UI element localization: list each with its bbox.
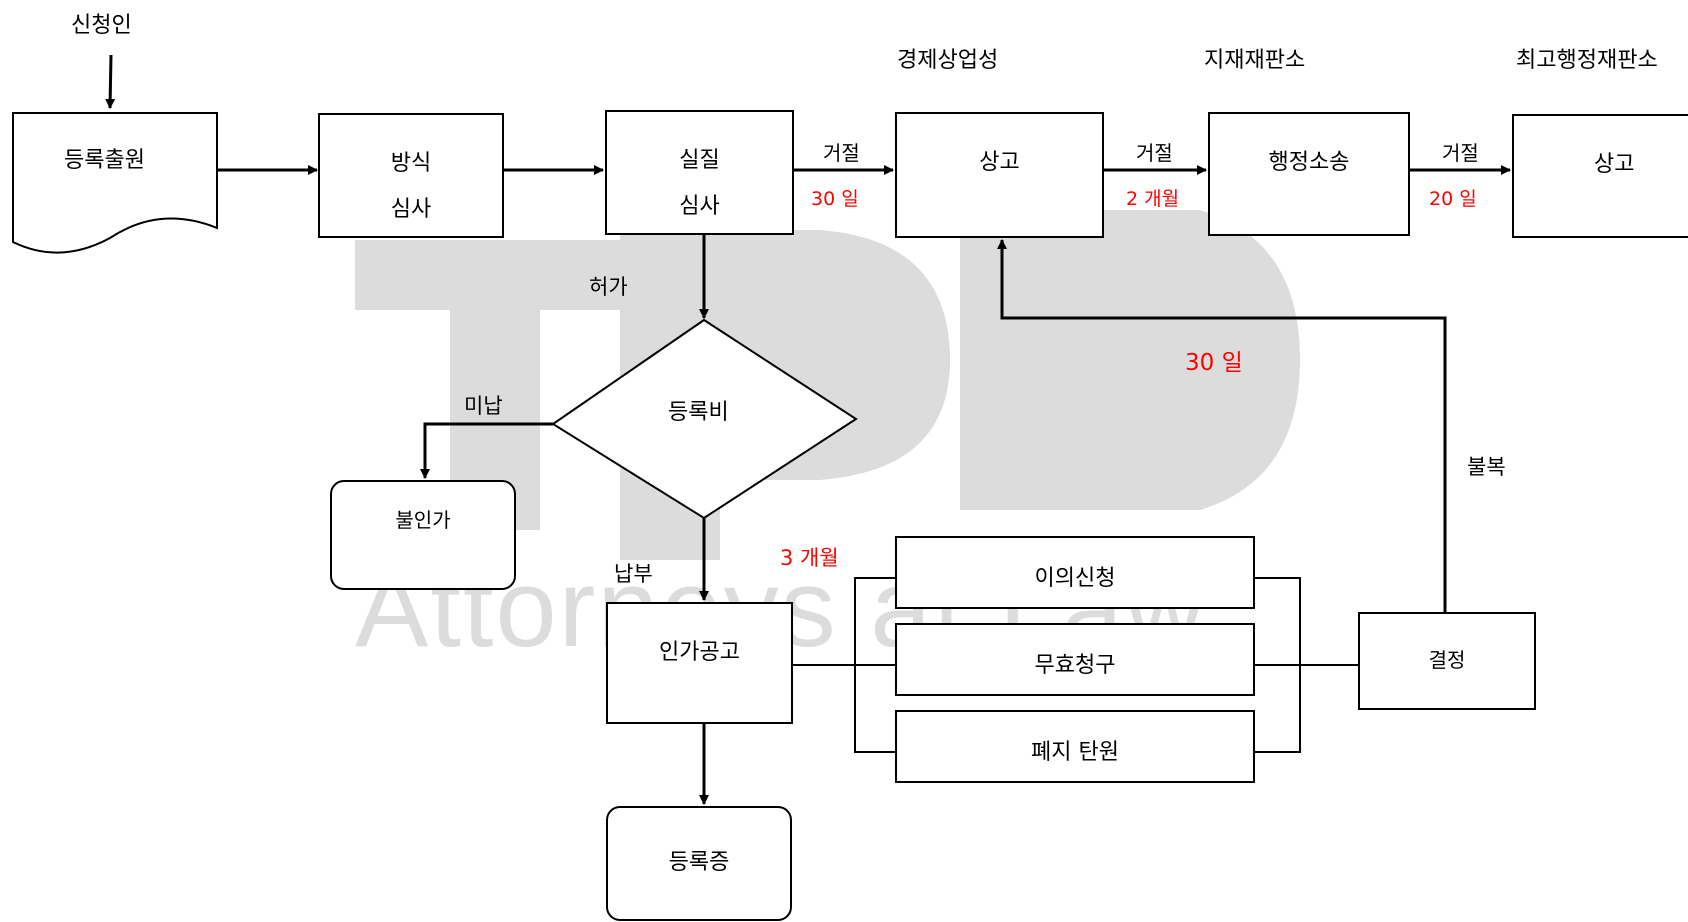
substantive-exam-line1: 실질 [679, 148, 720, 173]
admin-litigation-box: 행정소송 [1208, 112, 1410, 236]
reject-label-1: 거절 [823, 141, 860, 165]
registration-fee-label: 등록비 [668, 400, 729, 425]
formal-exam-line1: 방식 [390, 151, 432, 176]
admin-litigation-label: 행정소송 [1268, 150, 1350, 175]
substantive-exam-box: 실질 심사 [605, 110, 794, 235]
not-approved-label: 불인가 [395, 508, 451, 532]
not-approved-box: 불인가 [330, 480, 516, 590]
cancellation-box: 폐지 탄원 [895, 710, 1255, 783]
decision-box: 결정 [1358, 612, 1536, 710]
filing-box: 등록출원 [64, 148, 145, 173]
formal-exam-line2: 심사 [390, 197, 432, 222]
reject-label-3: 거절 [1442, 141, 1479, 165]
decision-to-appeal-arrow [997, 239, 1447, 612]
filing-document-shape [12, 112, 218, 254]
ministry-header: 경제상업성 [897, 48, 999, 73]
deadline-opposition-label: 3 개월 [780, 546, 839, 570]
ip-court-header: 지재재판소 [1204, 48, 1306, 73]
registration-fee-diamond [551, 318, 858, 520]
approval-publication-box: 인가공고 [606, 602, 793, 724]
decision-label: 결정 [1428, 648, 1466, 672]
applicant-label: 신청인 [71, 13, 132, 38]
formal-exam-box: 방식 심사 [318, 113, 504, 238]
supreme-court-header: 최고행정재판소 [1516, 48, 1658, 73]
cancellation-label: 폐지 탄원 [1031, 740, 1119, 765]
appeal-supreme-label: 상고 [1594, 152, 1635, 177]
appeal-supreme-box: 상고 [1512, 114, 1688, 238]
opposition-box: 이의신청 [895, 536, 1255, 609]
approval-publication-label: 인가공고 [659, 640, 740, 665]
invalidation-box: 무효청구 [895, 623, 1255, 696]
paid-label: 납부 [614, 562, 653, 586]
opposition-label: 이의신청 [1034, 566, 1116, 591]
dissatisfaction-label: 불복 [1467, 455, 1506, 479]
reject-label-2: 거절 [1136, 141, 1173, 165]
unpaid-arrow [420, 422, 553, 479]
applicant-arrow [105, 54, 116, 109]
certificate-box: 등록증 [606, 806, 792, 921]
invalidation-label: 무효청구 [1034, 653, 1116, 678]
deadline-appeal-label: 30 일 [1185, 350, 1243, 376]
substantive-exam-line2: 심사 [679, 194, 720, 219]
unpaid-label: 미납 [464, 394, 503, 418]
deadline-label-1: 30 일 [811, 188, 859, 210]
deadline-label-2: 2 개월 [1126, 188, 1180, 210]
appeal-ministry-label: 상고 [979, 150, 1020, 175]
certificate-label: 등록증 [668, 850, 730, 875]
appeal-ministry-box: 상고 [895, 112, 1104, 238]
approve-label: 허가 [589, 275, 628, 299]
deadline-label-3: 20 일 [1429, 188, 1477, 210]
